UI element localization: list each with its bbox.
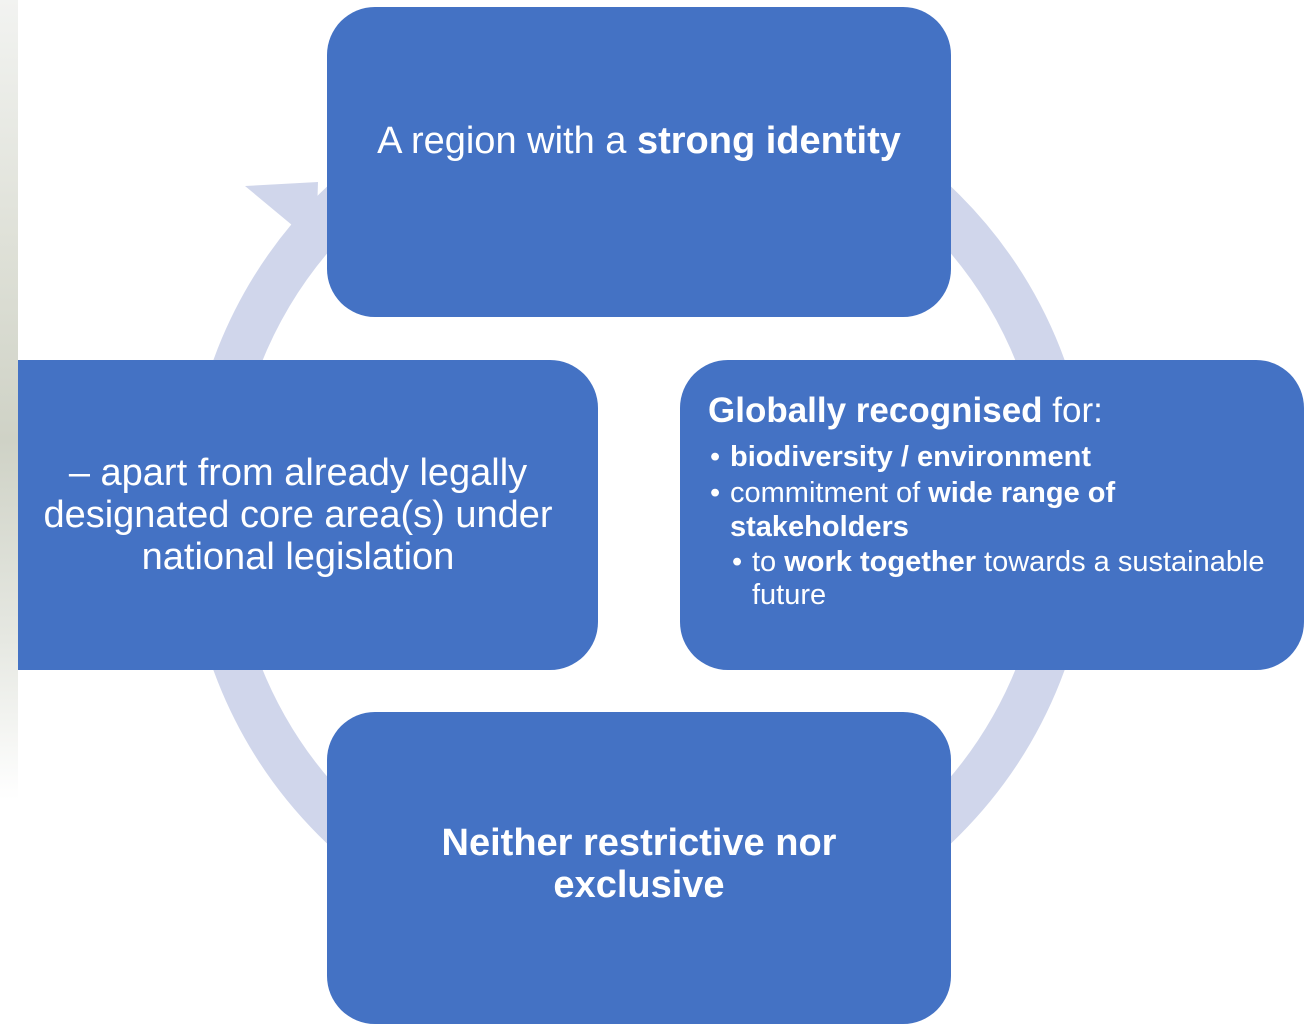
bullet-biodiversity: biodiversity / environment bbox=[708, 440, 1274, 474]
node-top-text: A region with a strong identity bbox=[377, 120, 901, 162]
node-top-text-bold: strong identity bbox=[636, 120, 901, 162]
node-globally-recognised: Globally recognised for: biodiversity / … bbox=[680, 360, 1304, 670]
node-top-text-plain: A region with a bbox=[377, 120, 637, 162]
node-legal-designation: – apart from already legally designated … bbox=[18, 360, 598, 670]
sub-bullet-plain-end: towards a sustainable future bbox=[752, 546, 1265, 611]
node-strong-identity: A region with a strong identity bbox=[327, 7, 951, 317]
node-right-heading-bold: Globally recognised bbox=[708, 391, 1043, 430]
node-right-heading-plain: for: bbox=[1042, 391, 1103, 430]
cycle-arrowhead bbox=[245, 182, 318, 245]
bullet-commitment-bold: wide range of stakeholders bbox=[730, 477, 1116, 543]
node-right-bullet-list: biodiversity / environment commitment of… bbox=[708, 438, 1274, 612]
sub-bullet-bold: work together bbox=[784, 546, 976, 578]
node-right-heading: Globally recognised for: bbox=[708, 388, 1103, 434]
node-not-restrictive: Neither restrictive nor exclusive bbox=[327, 712, 951, 1024]
background-photo-strip bbox=[0, 0, 18, 800]
sub-bullet-plain-start: to bbox=[752, 546, 785, 578]
bullet-commitment: commitment of wide range of stakeholders bbox=[708, 476, 1274, 544]
bullet-commitment-plain: commitment of bbox=[730, 477, 929, 509]
node-bottom-text: Neither restrictive nor exclusive bbox=[441, 822, 837, 906]
node-left-text: – apart from already legally designated … bbox=[43, 452, 553, 578]
bullet-biodiversity-text: biodiversity / environment bbox=[730, 441, 1091, 473]
sub-bullet-work-together: to work together towards a sustainable f… bbox=[708, 546, 1274, 612]
